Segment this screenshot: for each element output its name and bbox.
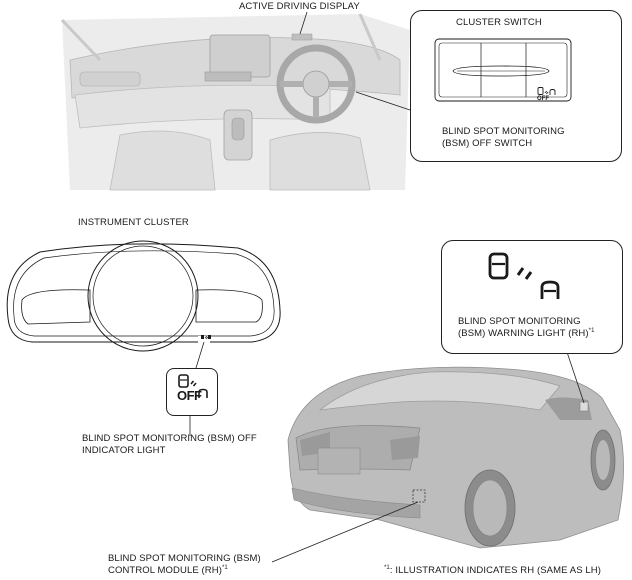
leader-line-cluster-indicator [195, 341, 205, 369]
label-control-module-line2-text: CONTROL MODULE (RH) [108, 565, 222, 576]
leader-line-active-display [299, 11, 308, 35]
label-bsm-warning-line1: BLIND SPOT MONITORING [458, 316, 581, 327]
leader-line-control-module [271, 501, 419, 563]
footnote: *1: ILLUSTRATION INDICATES RH (SAME AS L… [384, 565, 601, 577]
cluster-switch-illustration [434, 38, 572, 102]
instrument-cluster-illustration [6, 240, 281, 352]
label-cluster-switch: CLUSTER SWITCH [456, 17, 542, 28]
dashboard-interior-illustration [60, 13, 410, 191]
cluster-switch-callout: OFF [410, 10, 622, 162]
bsm-warning-light-callout [441, 240, 623, 354]
bsm-off-indicator-text: OFF [177, 388, 202, 403]
label-control-module-mark: *1 [221, 564, 228, 571]
label-bsm-off-indicator-line2: INDICATOR LIGHT [82, 445, 166, 456]
bsm-warning-light-icon [488, 252, 560, 299]
label-control-module-line2: CONTROL MODULE (RH)*1 [108, 565, 228, 577]
cluster-indicator-dot [201, 335, 211, 340]
label-bsm-off-indicator-line1: BLIND SPOT MONITORING (BSM) OFF [82, 433, 257, 444]
label-bsm-off-switch-line1: BLIND SPOT MONITORING [442, 126, 565, 137]
bsm-off-indicator-icon [178, 374, 208, 398]
bsm-off-switch-text: OFF [537, 96, 549, 102]
leader-line-warning-light [566, 351, 585, 404]
label-bsm-off-switch-line2: (BSM) OFF SWITCH [442, 138, 533, 149]
label-bsm-warning-line2-text: (BSM) WARNING LIGHT (RH) [458, 328, 589, 339]
bsm-off-switch-icon[interactable]: OFF [537, 87, 557, 103]
label-bsm-warning-mark: *1 [588, 327, 595, 334]
label-bsm-warning-line2: (BSM) WARNING LIGHT (RH)*1 [458, 328, 595, 340]
label-instrument-cluster: INSTRUMENT CLUSTER [78, 217, 189, 228]
label-active-driving-display: ACTIVE DRIVING DISPLAY [239, 1, 360, 12]
footnote-mark: *1 [384, 564, 390, 571]
footnote-text: : ILLUSTRATION INDICATES RH (SAME AS LH) [389, 565, 601, 576]
bsm-off-indicator-callout: OFF [166, 368, 218, 416]
car-rear-illustration [287, 366, 624, 549]
label-control-module-line1: BLIND SPOT MONITORING (BSM) [108, 553, 261, 564]
leader-line-cluster-switch [355, 91, 411, 111]
control-module-location-marker [412, 489, 426, 503]
